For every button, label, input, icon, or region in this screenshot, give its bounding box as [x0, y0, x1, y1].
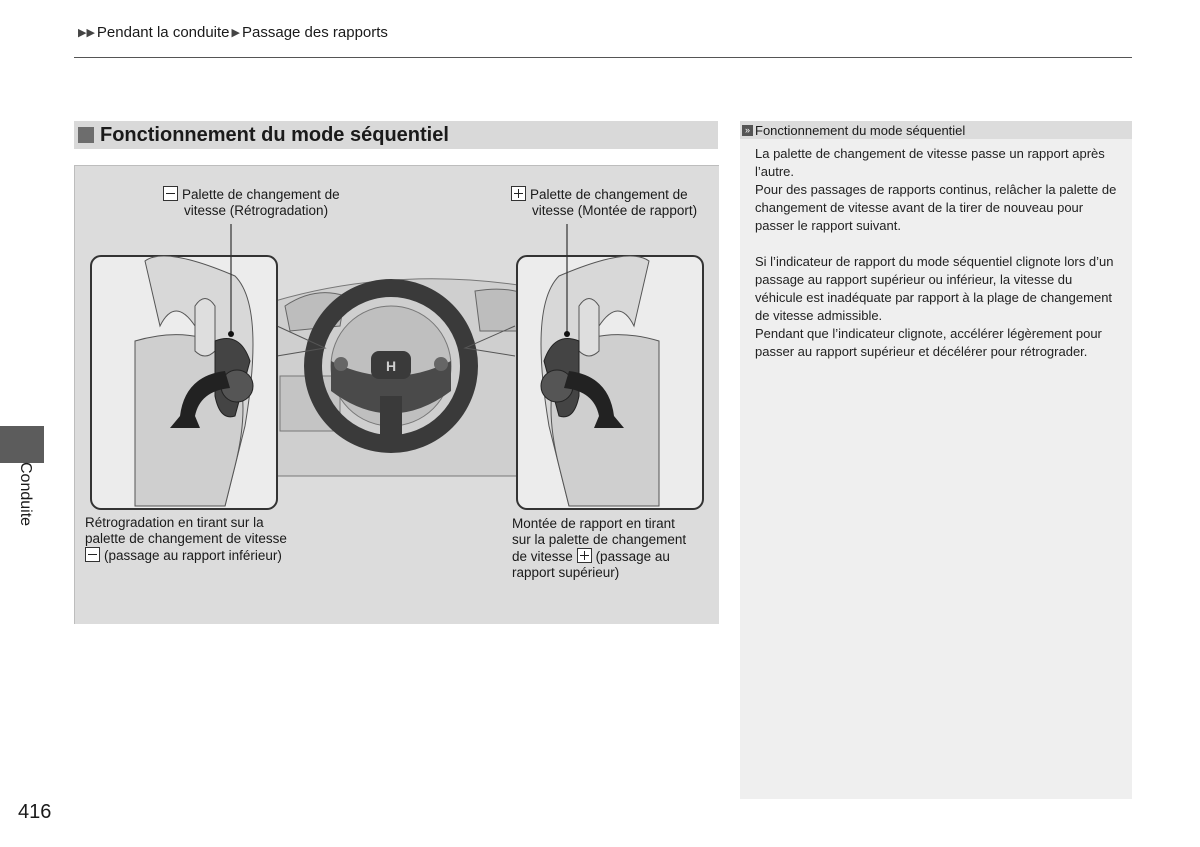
minus-symbol-icon: [163, 186, 178, 201]
side-note-title: Fonctionnement du mode séquentiel: [755, 122, 966, 138]
right-paddle-inset: [516, 224, 704, 510]
side-note-paragraph: Si l’indicateur de rapport du mode séque…: [755, 254, 1114, 359]
chapter-tab: [0, 426, 44, 463]
upshift-paddle-label: Palette de changement de vitesse (Montée…: [511, 186, 697, 219]
side-note: » Fonctionnement du mode séquentiel La p…: [740, 121, 1132, 799]
breadcrumb: ▶▶ Pendant la conduite ▶ Passage des rap…: [78, 24, 388, 41]
side-note-header: » Fonctionnement du mode séquentiel: [740, 121, 1132, 139]
steering-wheel: H: [304, 279, 478, 453]
upshift-instruction: Montée de rapport en tirant sur la palet…: [512, 516, 687, 580]
reference-arrow-icon: »: [742, 124, 753, 136]
minus-symbol-icon: [85, 547, 100, 562]
section-square-icon: [78, 127, 94, 143]
illustration-panel: H: [74, 165, 719, 624]
side-note-body: La palette de changement de vitesse pass…: [740, 139, 1132, 361]
breadcrumb-item: Passage des rapports: [242, 24, 388, 41]
plus-symbol-icon: [576, 548, 592, 563]
section-title: Fonctionnement du mode séquentiel: [100, 123, 449, 146]
chapter-label: Conduite: [17, 462, 34, 527]
section-title-bar: Fonctionnement du mode séquentiel: [74, 121, 718, 149]
double-triangle-icon: ▶▶: [78, 27, 95, 39]
downshift-paddle-label: Palette de changement de vitesse (Rétrog…: [163, 186, 340, 219]
breadcrumb-item: Pendant la conduite: [96, 24, 230, 41]
downshift-instruction: Rétrogradation en tirant sur la palette …: [85, 515, 287, 563]
page-number: 416: [18, 801, 52, 823]
header-rule: [74, 57, 1132, 58]
svg-text:H: H: [386, 358, 396, 374]
side-note-paragraph: La palette de changement de vitesse pass…: [755, 146, 1117, 233]
triangle-icon: ▶: [231, 27, 240, 39]
plus-symbol-icon: [511, 186, 526, 201]
steering-wheel-illustration: H: [90, 224, 704, 510]
left-paddle-inset: [90, 224, 278, 510]
right-curved-arrow: [564, 371, 624, 428]
left-curved-arrow: [170, 371, 230, 428]
